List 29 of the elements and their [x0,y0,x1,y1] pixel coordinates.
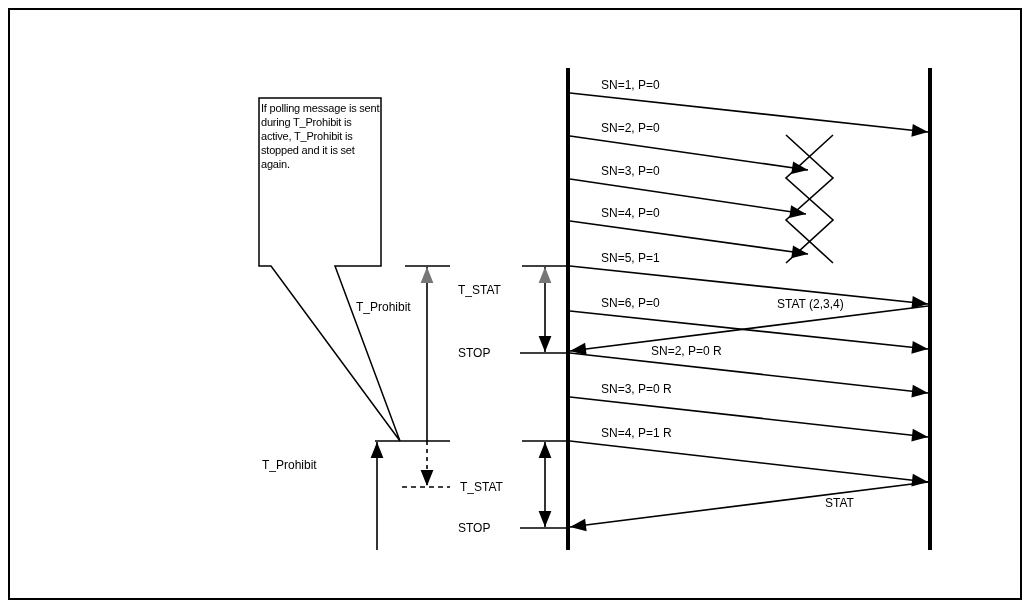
message-arrow [569,396,929,442]
message-arrow [569,178,807,218]
lifeline [566,68,570,550]
timer-label: STOP [458,346,491,360]
edge-label: SN=2, P=0 R [650,344,723,358]
edge-label: SN=2, P=0 [600,121,661,135]
message-arrow [569,440,929,487]
timer-label: STOP [458,521,491,535]
message-arrow [569,481,929,532]
timer-label: T_Prohibit [262,458,317,472]
timer-label: T_Prohibit [356,300,411,314]
message-arrow [569,352,929,398]
callout-text: If polling message is sent during T_Prohibit is active, T_Prohibit is stopped and it is set again. [261,101,380,171]
edge-label: STAT [824,496,855,510]
edge-label: SN=3, P=0 R [600,382,673,396]
message-arrow [569,135,809,175]
edge-label: SN=5, P=1 [600,251,661,265]
message-arrow [569,92,929,137]
edge-label: STAT (2,3,4) [776,297,845,311]
edge-label: SN=4, P=1 R [600,426,673,440]
edge-label: SN=6, P=0 [600,296,661,310]
timer-label: T_STAT [460,480,503,494]
message-arrow [569,220,809,259]
edge-label: SN=4, P=0 [600,206,661,220]
edge-label: SN=3, P=0 [600,164,661,178]
timer-label: T_STAT [458,283,501,297]
edge-label: SN=1, P=0 [600,78,661,92]
lifeline [928,68,932,550]
message-arrow [569,265,929,309]
